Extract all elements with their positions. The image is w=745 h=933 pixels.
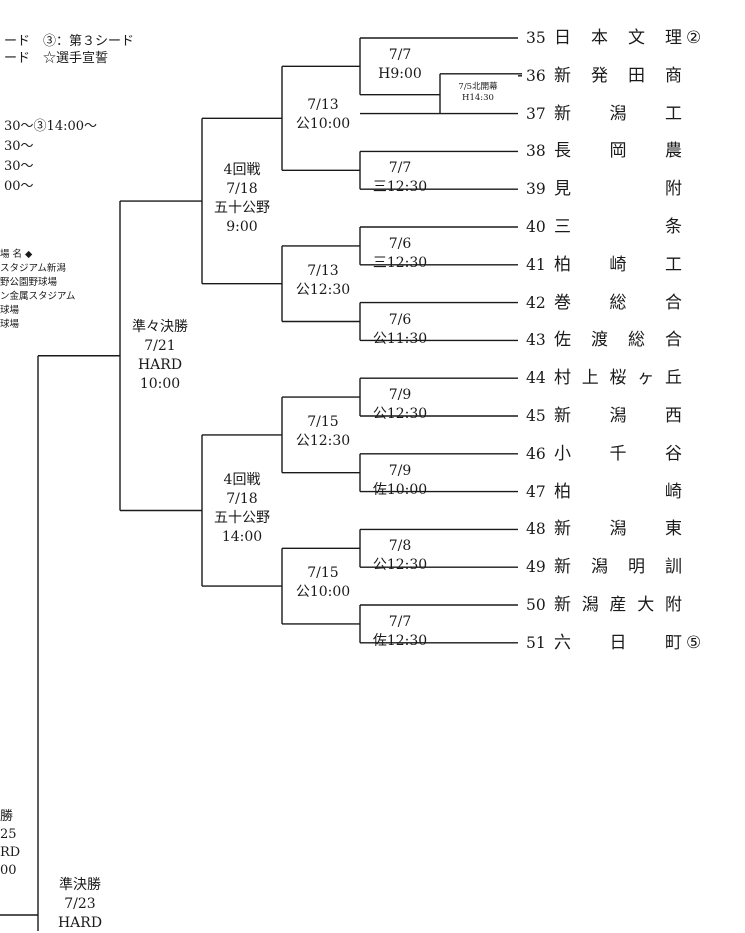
team-number: 48 xyxy=(526,520,546,539)
team-number: 38 xyxy=(526,142,546,161)
start-time-2: 30〜 xyxy=(4,139,34,154)
team-name: 新潟東 xyxy=(554,519,682,540)
team-entry: 46 小千谷 xyxy=(526,444,708,464)
team-name: 小千谷 xyxy=(554,443,682,464)
team-number: 39 xyxy=(526,180,546,199)
team-number: 41 xyxy=(526,255,546,274)
team-entry: 37 新潟工 xyxy=(526,104,708,124)
start-time-4: 00〜 xyxy=(4,179,34,194)
venue-item: ン金属スタジアム xyxy=(0,291,76,302)
team-name: 新発田商 xyxy=(554,65,682,86)
start-time-3: 30〜 xyxy=(4,159,34,174)
team-name: 日本文理 xyxy=(554,28,682,48)
left-semifinal-label-fragment: 勝 25 RD 00 xyxy=(0,809,21,878)
team-name: 新潟西 xyxy=(554,406,682,426)
team-entry: 48 新潟東 xyxy=(526,519,708,539)
seed-mark: ⑤ xyxy=(686,632,702,653)
team-number: 44 xyxy=(526,369,546,388)
team-name: 柏崎 xyxy=(554,481,682,502)
team-entry: 47 柏崎 xyxy=(526,482,708,502)
team-entry: 44 村上桜ヶ丘 xyxy=(526,368,708,388)
team-number: 43 xyxy=(526,331,546,350)
team-name: 六日町 xyxy=(554,632,682,653)
team-entry: 42 巻総合 xyxy=(526,293,708,313)
venue-item: スタジアム新潟 xyxy=(0,263,66,274)
seed-legend-line-2: ード ☆選手宣誓 xyxy=(4,51,109,66)
team-name: 長岡農 xyxy=(554,141,682,162)
team-name: 新潟工 xyxy=(554,103,682,124)
venue-item: 球場 xyxy=(0,305,20,316)
team-number: 35 xyxy=(526,29,546,47)
team-number: 47 xyxy=(526,482,546,501)
team-entry: 38 長岡農 xyxy=(526,141,708,161)
team-name: 村上桜ヶ丘 xyxy=(554,368,682,389)
team-entry: 39 見附 xyxy=(526,179,708,199)
team-number: 46 xyxy=(526,444,546,463)
start-times: 30〜③14:00〜 30〜 30〜 00〜 xyxy=(4,117,97,197)
team-entry: 49 新潟明訓 xyxy=(526,557,708,577)
team-entry: 36 新発田商 xyxy=(526,66,708,86)
team-name: 佐渡総合 xyxy=(554,330,682,351)
team-entry: 40 三条 xyxy=(526,217,708,237)
team-number: 42 xyxy=(526,293,546,312)
team-name: 柏崎工 xyxy=(554,254,682,275)
seed-mark: ② xyxy=(686,28,702,48)
team-name: 新潟明訓 xyxy=(554,557,682,578)
team-number: 40 xyxy=(526,218,546,236)
venue-item: 野公園野球場 xyxy=(0,277,58,288)
team-name: 見附 xyxy=(554,179,682,200)
venue-item: 球場 xyxy=(0,319,20,330)
team-number: 37 xyxy=(526,104,546,123)
seed-legend: ード ③：第３シード ード ☆選手宣誓 xyxy=(4,33,134,67)
venue-list-header: 場 名 ◆ xyxy=(0,249,33,260)
team-number: 50 xyxy=(526,596,546,614)
team-number: 51 xyxy=(526,633,546,652)
team-name: 三条 xyxy=(554,217,682,237)
team-number: 45 xyxy=(526,407,546,425)
team-number: 36 xyxy=(526,66,546,85)
team-entry: 41 柏崎工 xyxy=(526,255,708,275)
team-name: 新潟産大附 xyxy=(554,595,682,615)
team-entry: 45 新潟西 xyxy=(526,406,708,426)
team-entry: 43 佐渡総合 xyxy=(526,330,708,350)
team-number: 49 xyxy=(526,558,546,577)
start-time-1: 30〜③14:00〜 xyxy=(4,119,98,134)
team-name: 巻総合 xyxy=(554,292,682,313)
seed-legend-line-1: ード ③：第３シード xyxy=(4,34,135,49)
venue-list: 場 名 ◆ スタジアム新潟 野公園野球場 ン金属スタジアム 球場 球場 xyxy=(0,248,75,332)
team-entry: 50 新潟産大附 xyxy=(526,595,708,615)
